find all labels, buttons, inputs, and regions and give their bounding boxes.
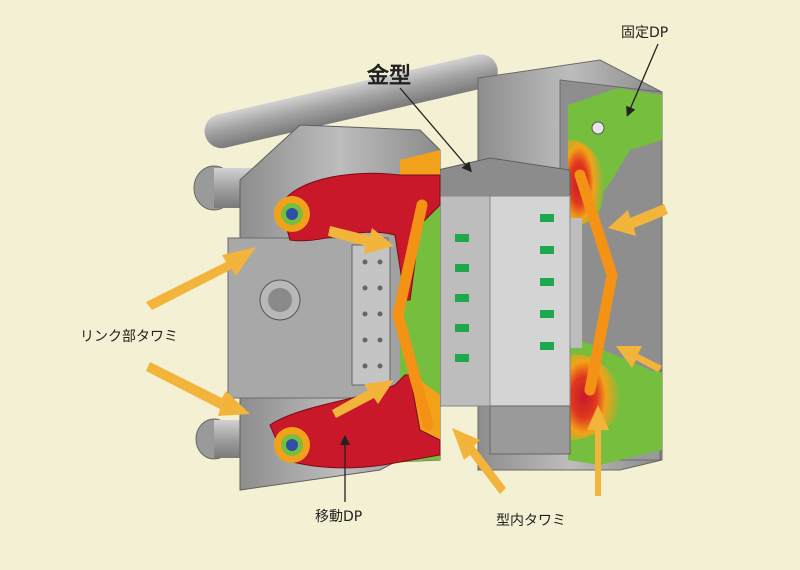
callout-arrows [146, 204, 668, 496]
moving-dp-label: 移動DP [315, 509, 363, 525]
mold-markers [455, 214, 554, 362]
mold-inner-deflection-label: 型内タワミ [496, 513, 566, 529]
arrow-link-lower [146, 362, 250, 416]
fixed-deflection-line [574, 169, 618, 396]
link-arms [269, 172, 441, 469]
leader-mold [399, 87, 472, 173]
mold-block [437, 157, 571, 455]
leader-fixed-dp [626, 43, 659, 117]
arrow-moving-upper [328, 226, 394, 254]
arrow-fixed-upper [608, 204, 668, 236]
arrow-fixed-lower [616, 346, 662, 372]
deflection-lines [392, 169, 618, 431]
mold-label: 金型 [367, 64, 412, 89]
arrow-inner-right [587, 405, 609, 496]
link-deflection-label: リンク部タワミ [80, 329, 178, 345]
leader-lines [340, 43, 659, 502]
arrow-inner-left [452, 428, 506, 494]
moving-deflection-line [392, 199, 434, 431]
arrow-moving-lower [332, 380, 394, 418]
arrow-link-upper [146, 247, 256, 310]
fixed-dp-label: 固定DP [621, 25, 669, 41]
